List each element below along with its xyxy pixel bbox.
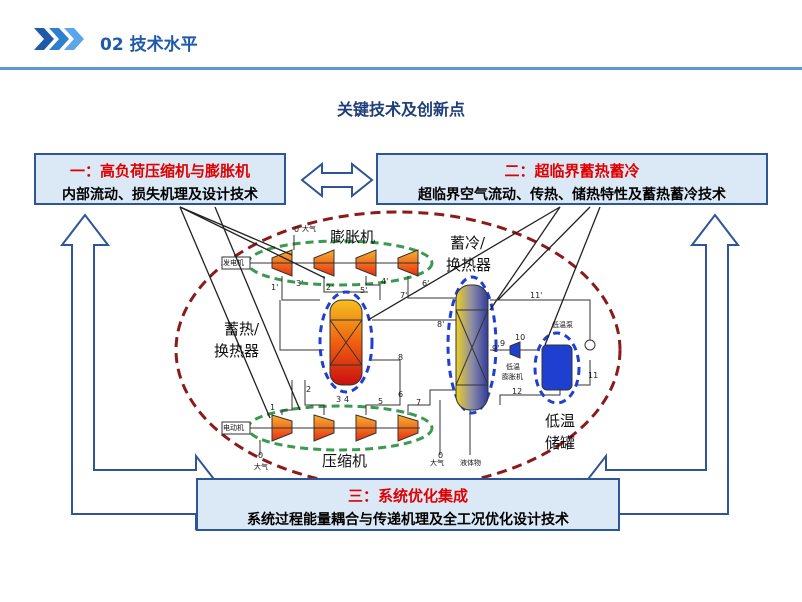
svg-text:8': 8' <box>437 320 444 329</box>
box3-heading: 三：系统优化集成 <box>347 487 468 505</box>
svg-text:8: 8 <box>398 353 403 362</box>
svg-text:1: 1 <box>270 403 275 412</box>
lowtemp-expander-label-1: 低温 <box>506 363 520 371</box>
svg-text:10: 10 <box>515 333 525 342</box>
svg-text:1': 1' <box>271 283 278 292</box>
lowtemp-pump <box>584 339 596 351</box>
svg-text:7': 7' <box>400 291 407 300</box>
lowtemp-expander-label-2: 膨胀机 <box>502 373 523 381</box>
svg-text:0: 0 <box>294 225 299 234</box>
heat-exchanger-highlight <box>318 290 374 394</box>
svg-text:9: 9 <box>500 339 505 348</box>
svg-text:6': 6' <box>422 279 429 288</box>
atm-label-bottom-left: 大气 <box>254 463 268 471</box>
lowtemp-tank-highlight <box>533 331 581 405</box>
box1-heading: 一：高负荷压缩机与膨胀机 <box>69 162 250 180</box>
header: 02 技术水平 <box>0 0 802 70</box>
generator-label: 发电机 <box>223 259 244 267</box>
svg-text:11': 11' <box>530 291 542 300</box>
svg-text:0: 0 <box>258 451 263 460</box>
box2-heading: 二：超临界蓄热蓄冷 <box>504 162 640 180</box>
main-title: 关键技术及创新点 <box>336 100 465 119</box>
system-boundary <box>174 210 622 490</box>
pointer-lines <box>179 206 601 419</box>
box-supercritical-storage: 二：超临界蓄热蓄冷 超临界空气流动、传热、储热特性及蓄热蓄冷技术 <box>376 153 768 205</box>
motor <box>221 421 251 435</box>
svg-text:4': 4' <box>381 277 388 286</box>
lowtemp-tank-label-2: 储罐 <box>545 434 576 452</box>
heat-hx-label-2: 换热器 <box>214 342 260 360</box>
cold-hx-label-2: 换热器 <box>446 256 492 274</box>
atm-label-bottom: 大气 <box>430 459 444 467</box>
svg-text:0: 0 <box>438 451 443 460</box>
expander-label: 膨胀机 <box>330 228 376 246</box>
lowtemp-tank <box>541 344 573 391</box>
chevron-icon <box>34 28 84 50</box>
heat-hx-label-1: 蓄热/ <box>224 320 260 338</box>
svg-text:6: 6 <box>398 390 403 399</box>
svg-text:5: 5 <box>378 397 383 406</box>
box3-desc: 系统过程能量耦合与传递机理及全工况优化设计技术 <box>247 512 569 528</box>
atm-label-top: 大气 <box>302 225 316 233</box>
lowtemp-pump-label: 低温泵 <box>552 321 573 329</box>
compressor-label: 压缩机 <box>322 452 368 470</box>
svg-text:3: 3 <box>336 395 341 404</box>
svg-text:2: 2 <box>306 385 311 394</box>
lowtemp-expander <box>509 341 521 359</box>
svg-text:12: 12 <box>512 387 522 396</box>
horizontal-double-arrow <box>300 161 374 199</box>
svg-text:2': 2' <box>326 283 333 292</box>
svg-text:4: 4 <box>344 395 349 404</box>
header-divider <box>0 67 802 70</box>
box2-desc: 超临界空气流动、传热、储热特性及蓄热蓄冷技术 <box>418 187 726 203</box>
svg-text:9': 9' <box>492 344 499 353</box>
motor-label: 电动机 <box>223 424 244 432</box>
cold-exchanger-highlight <box>446 275 498 415</box>
section-title: 02 技术水平 <box>100 35 198 55</box>
lowtemp-tank-label-1: 低温 <box>545 412 576 430</box>
liquid-label: 液体物 <box>460 459 481 467</box>
svg-text:11: 11 <box>588 371 598 380</box>
box-system-optimization: 三：系统优化集成 系统过程能量耦合与传递机理及全工况优化设计技术 <box>196 478 620 531</box>
box1-desc: 内部流动、损失机理及设计技术 <box>62 187 258 203</box>
cold-hx-label-1: 蓄冷/ <box>450 234 486 252</box>
box-compressor-expander: 一：高负荷压缩机与膨胀机 内部流动、损失机理及设计技术 <box>34 153 286 205</box>
svg-text:7: 7 <box>416 398 421 407</box>
svg-text:5': 5' <box>360 286 367 295</box>
svg-text:3': 3' <box>296 279 303 288</box>
